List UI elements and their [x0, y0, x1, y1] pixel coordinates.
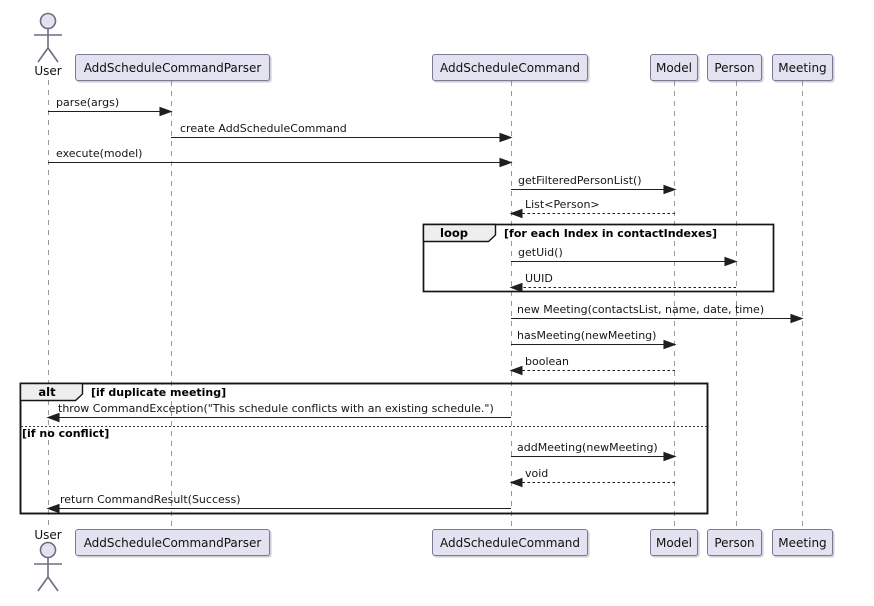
message-execute-model: execute(model) — [56, 147, 143, 160]
participant-bottom-meeting: Meeting — [772, 529, 833, 556]
alt-operator-label: alt — [38, 385, 56, 399]
message-addmeeting: addMeeting(newMeeting) — [517, 441, 658, 454]
message-hasmeeting: hasMeeting(newMeeting) — [517, 329, 657, 342]
loop-operator-label: loop — [440, 226, 468, 240]
lifelines — [48, 80, 803, 528]
alt-operator-pentagon — [19, 382, 84, 402]
alt-else-guard-label: [if no conflict] — [22, 427, 110, 440]
participant-bottom-model: Model — [650, 529, 698, 556]
actor-label-top: User — [34, 64, 62, 78]
message-create-addschedulecommand: create AddScheduleCommand — [180, 122, 347, 135]
loop-guard-label: [for each Index in contactIndexes] — [504, 227, 718, 240]
participant-top-addschedulecommand: AddScheduleCommand — [432, 54, 588, 81]
actor-bottom-icon — [34, 541, 62, 592]
participant-top-addschedulecommandparser: AddScheduleCommandParser — [75, 54, 270, 81]
participant-bottom-addschedulecommand: AddScheduleCommand — [432, 529, 588, 556]
message-throw-commandexception: throw CommandException("This schedule co… — [58, 402, 494, 415]
loop-operator-pentagon — [422, 223, 497, 243]
message-void: void — [525, 467, 549, 480]
loop-fragment-frame — [422, 223, 775, 293]
participant-top-meeting: Meeting — [772, 54, 833, 81]
message-parse-args: parse(args) — [56, 96, 120, 109]
message-uuid: UUID — [525, 272, 553, 285]
actor-label-bottom: User — [34, 528, 62, 542]
solid-arrows — [46, 106, 804, 514]
alt-guard-label: [if duplicate meeting] — [91, 386, 227, 399]
participant-bottom-addschedulecommandparser: AddScheduleCommandParser — [75, 529, 270, 556]
message-getfilteredpersonlist: getFilteredPersonList() — [518, 174, 642, 187]
participant-bottom-person: Person — [707, 529, 762, 556]
message-getuid: getUid() — [518, 246, 563, 259]
alt-fragment-frame — [19, 382, 709, 515]
dashed-arrows — [509, 208, 736, 488]
actor-top-icon — [34, 12, 62, 63]
message-boolean: boolean — [525, 355, 569, 368]
participant-top-model: Model — [650, 54, 698, 81]
message-return-commandresult: return CommandResult(Success) — [60, 493, 241, 506]
participant-top-person: Person — [707, 54, 762, 81]
message-new-meeting: new Meeting(contactsList, name, date, ti… — [517, 303, 765, 316]
message-list-person: List<Person> — [525, 198, 600, 211]
